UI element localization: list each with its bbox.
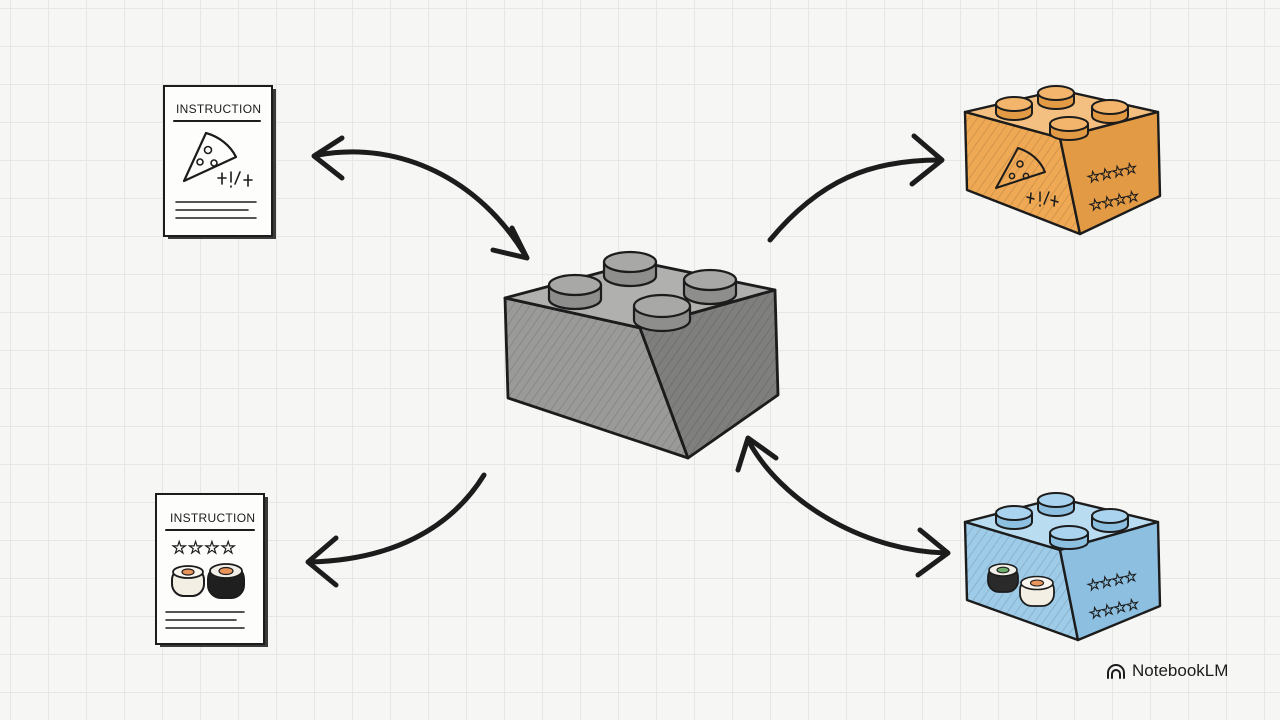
orange-brick-pizza: ★★★★ ★★★★ <box>963 85 1162 236</box>
brick-studs <box>995 85 1129 141</box>
brand-name: NotebookLM <box>1132 661 1229 680</box>
brick-studs <box>547 250 738 333</box>
brick-studs <box>995 492 1129 550</box>
instruction-card-sushi: INSTRUCTION ★★★★ <box>155 493 268 647</box>
arrow-top-left-double <box>311 135 530 261</box>
sushi-rolls-icon <box>171 563 245 599</box>
doodle-marks <box>1026 191 1059 207</box>
pizza-slice-icon <box>995 147 1046 189</box>
card-title: INSTRUCTION <box>176 102 261 116</box>
doodle-marks <box>217 171 253 188</box>
notebooklm-watermark: NotebookLM <box>1106 660 1228 682</box>
notebooklm-logo-icon <box>1107 664 1125 679</box>
instruction-card-pizza: INSTRUCTION <box>163 85 276 239</box>
lego-brick-icon <box>503 250 780 460</box>
arrow-bottom-right-double <box>735 435 951 578</box>
sushi-rolls-icon <box>987 563 1055 607</box>
arrow-to-top-right-block <box>767 133 945 243</box>
arrow-to-bottom-left-card <box>305 472 487 588</box>
pizza-slice-icon <box>182 131 238 183</box>
card-title: INSTRUCTION <box>170 511 255 525</box>
star-rating-icon: ★★★★ <box>172 538 237 557</box>
blue-brick-sushi: ★★★★ ★★★★ <box>963 492 1162 642</box>
